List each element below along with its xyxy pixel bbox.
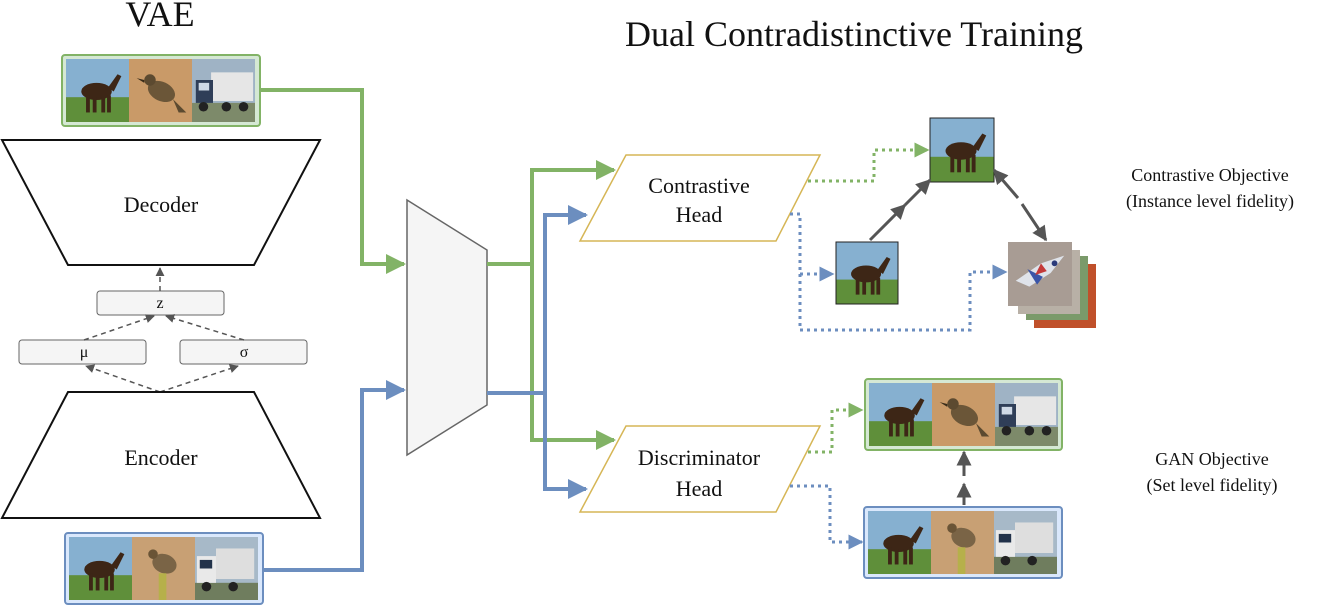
bird-icon	[129, 59, 192, 122]
horse-icon	[869, 383, 932, 446]
positive-image-frame	[835, 241, 899, 305]
z-label: z	[156, 295, 163, 312]
contrastive-objective-title: Contrastive Objective	[1131, 165, 1288, 185]
mu-label: μ	[80, 344, 89, 361]
negative-image-stack	[1008, 242, 1096, 328]
blue-branch-arrows	[487, 205, 588, 499]
decoder-block: Decoder	[0, 139, 322, 266]
green-input-arrow	[260, 88, 406, 274]
contrastive-head-label-1: Contrastive	[648, 173, 749, 198]
contrastive-relation-arrows	[868, 168, 1048, 242]
vae-title: VAE	[125, 0, 194, 34]
blue-dotted-to-real-set	[790, 484, 864, 550]
real-image-strip	[863, 506, 1063, 579]
input-image-strip	[64, 532, 264, 605]
encoder-block: Encoder	[0, 391, 322, 519]
reconstructed-image-strip	[61, 54, 261, 127]
horse-icon	[836, 242, 898, 304]
green-branch-arrows	[487, 160, 616, 450]
contrastive-head-label-2: Head	[676, 202, 722, 227]
discriminator-head-label-2: Head	[676, 476, 722, 501]
latent-z-box: z	[96, 290, 225, 316]
green-dotted-to-anchor	[808, 142, 930, 183]
shared-backbone	[406, 198, 488, 457]
discriminator-head: Discriminator Head	[578, 425, 822, 513]
discriminator-head-label-1: Discriminator	[638, 445, 761, 470]
gan-objective-title: GAN Objective	[1155, 449, 1268, 469]
decoder-label: Decoder	[124, 192, 199, 217]
encoder-label: Encoder	[124, 445, 198, 470]
horse-icon	[69, 537, 132, 600]
horse-icon	[66, 59, 129, 122]
bird-icon	[932, 383, 995, 446]
bird-icon	[132, 537, 195, 600]
blue-dotted-to-samples	[790, 212, 1008, 332]
contrastive-objective-subtitle: (Instance level fidelity)	[1126, 191, 1294, 212]
mu-box: μ	[18, 339, 147, 365]
horse-icon	[868, 511, 931, 574]
airplane-icon	[1008, 242, 1072, 306]
bird-icon	[931, 511, 994, 574]
horse-icon	[930, 118, 994, 182]
dual-training-title: Dual Contradistinctive Training	[625, 14, 1083, 54]
generated-image-strip	[864, 378, 1063, 451]
blue-input-arrow	[263, 380, 406, 572]
truck-icon	[994, 511, 1057, 574]
anchor-image-frame	[929, 117, 995, 183]
sigma-label: σ	[240, 344, 249, 361]
truck-icon	[995, 383, 1058, 446]
gan-objective-subtitle: (Set level fidelity)	[1147, 475, 1278, 496]
truck-icon	[192, 59, 255, 122]
vae-dashed-arrows	[83, 267, 245, 393]
truck-icon	[195, 537, 258, 600]
sigma-box: σ	[179, 339, 308, 365]
green-dotted-to-generated-set	[808, 402, 864, 454]
contrastive-head: Contrastive Head	[578, 154, 822, 242]
